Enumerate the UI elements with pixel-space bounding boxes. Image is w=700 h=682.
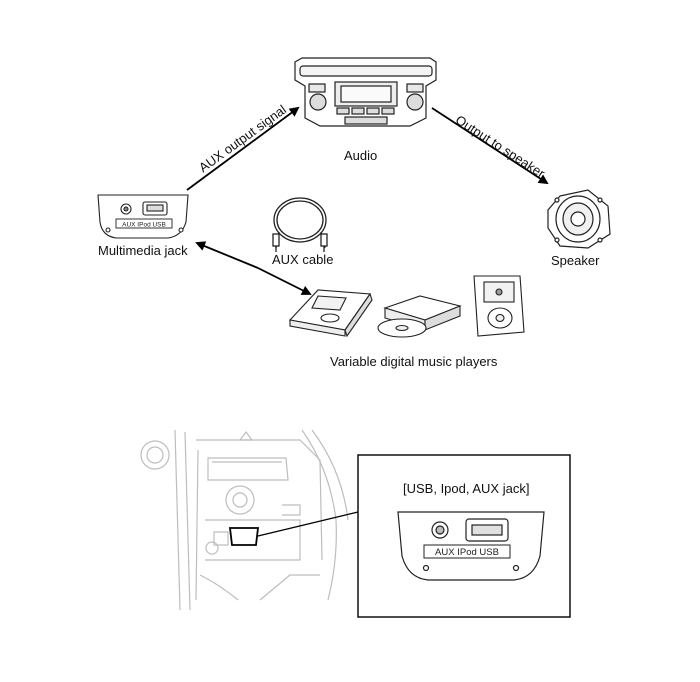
dashboard-drawing-icon [140, 429, 349, 611]
dashboard-jack-highlight [228, 527, 260, 546]
audio-head-unit-icon [294, 57, 437, 127]
speaker-label: Speaker [551, 253, 600, 268]
large-jack-panel-text: AUX IPod USB [435, 547, 499, 558]
aux-cable-label: AUX cable [272, 252, 334, 267]
aux-output-arrow [186, 106, 300, 191]
speaker-icon [547, 189, 611, 249]
player-link-arrow-b [257, 267, 312, 295]
small-jack-panel-text: AUX IPod USB [122, 222, 166, 229]
ipod-player-icon [473, 275, 525, 337]
inset-leader-line [257, 511, 359, 537]
cd-player-icon [377, 295, 462, 338]
speaker-output-arrow [431, 107, 549, 185]
large-jack-panel-icon: AUX IPod USB [397, 511, 545, 581]
multimedia-jack-label: Multimedia jack [98, 243, 188, 258]
players-label: Variable digital music players [330, 354, 498, 369]
pda-player-icon [288, 289, 373, 338]
player-link-arrow-a [195, 241, 259, 269]
inset-title: [USB, Ipod, AUX jack] [403, 481, 530, 496]
aux-cable-icon [272, 197, 328, 252]
audio-label: Audio [344, 148, 378, 163]
multimedia-jack-icon: AUX IPod USB [97, 194, 189, 239]
